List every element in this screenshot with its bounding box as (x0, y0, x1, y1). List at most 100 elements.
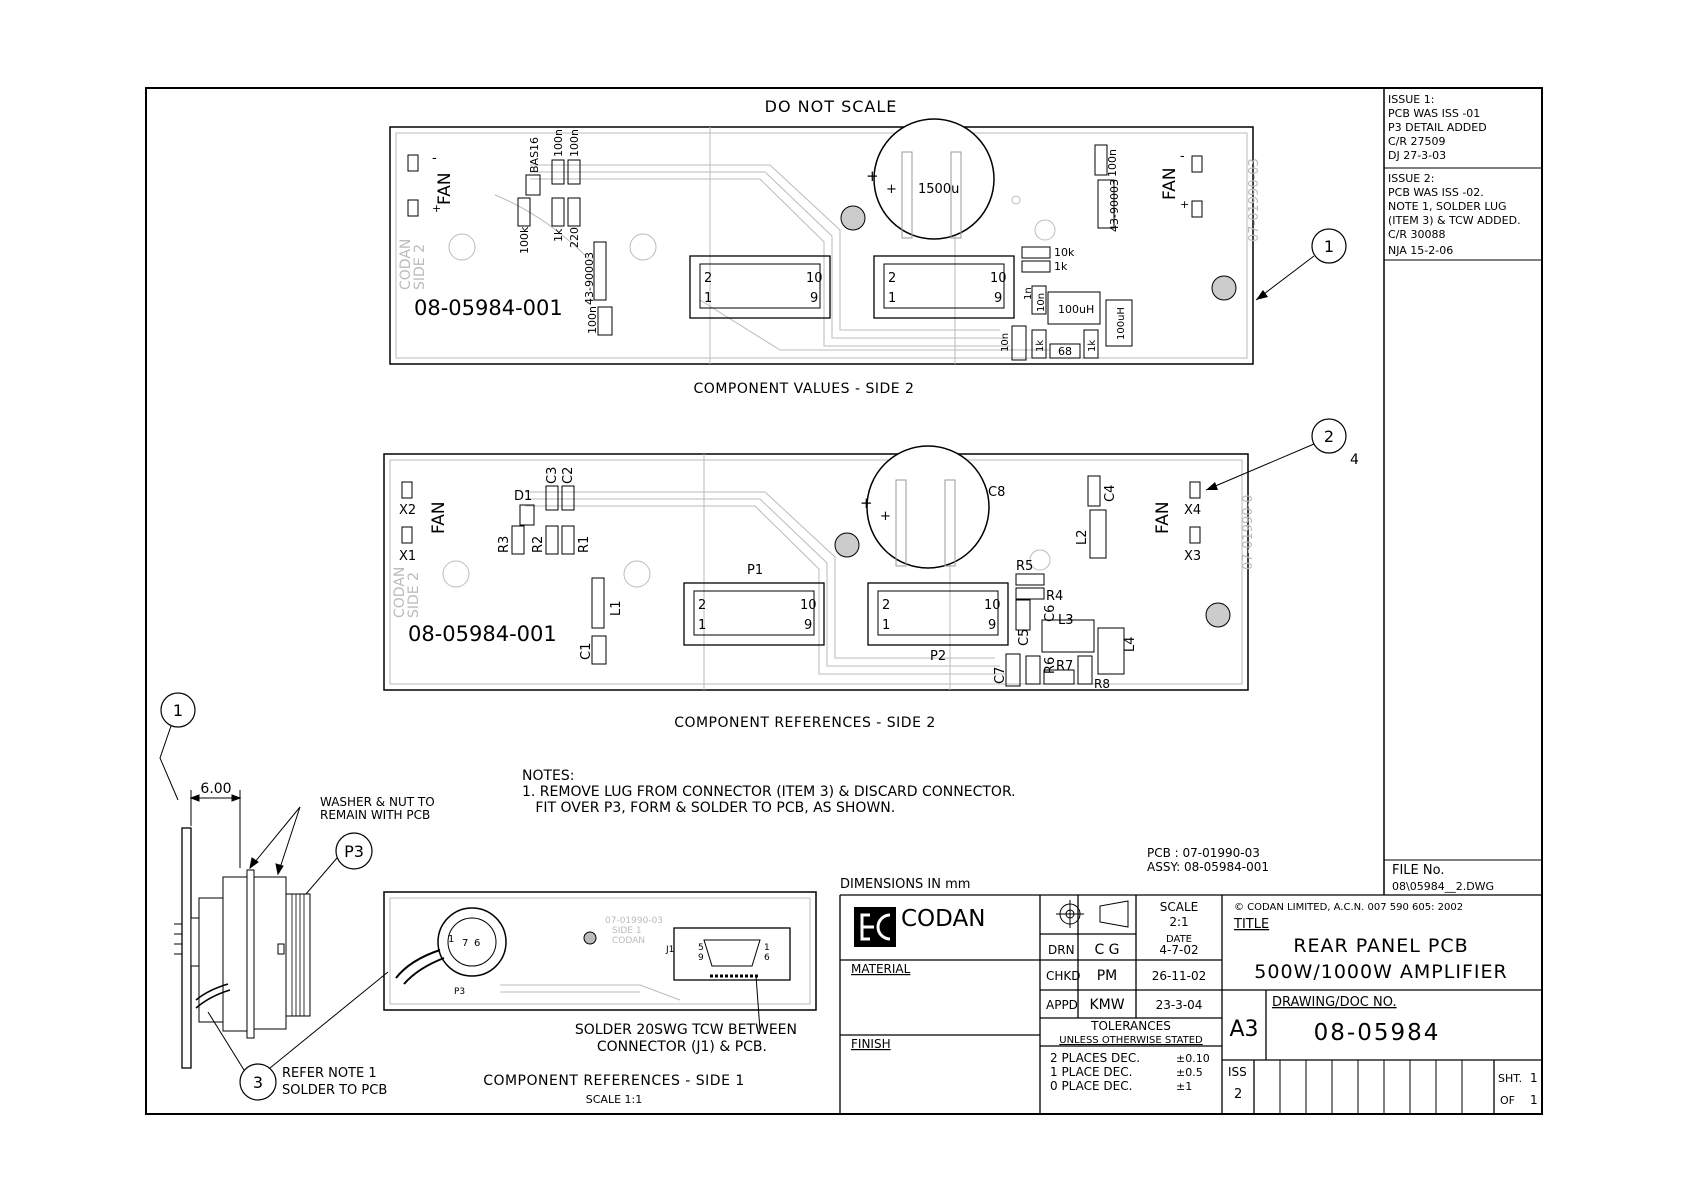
view1-codan-side: CODAN (398, 239, 414, 290)
view2-ref: R6 (1043, 657, 1058, 674)
balloon-2-text: 2 (1324, 427, 1334, 446)
rev2-line: (ITEM 3) & TCW ADDED. (1388, 214, 1521, 227)
view3-pin: 5 (698, 943, 704, 953)
sht-value: 1 (1530, 1071, 1538, 1085)
balloon-3: 3 (207, 971, 389, 1101)
view3-p3-label: P3 (454, 987, 465, 997)
view3-pin: 1 (448, 934, 454, 945)
notes-title: NOTES: (522, 768, 575, 784)
view2-hole (1205, 602, 1231, 628)
sheet-border (145, 87, 1543, 1115)
view2-pin: 9 (804, 618, 812, 633)
view1-fan-left: FAN (435, 172, 455, 205)
do-not-scale: DO NOT SCALE (765, 97, 898, 116)
view1-pcb (389, 118, 1254, 365)
view1-comp: 1k (1054, 260, 1068, 273)
view2-ref: C7 (993, 667, 1008, 684)
title-block (839, 894, 1542, 1114)
of-value: 1 (1530, 1093, 1538, 1107)
view3-pin: 9 (698, 953, 704, 963)
view1-pin: 2 (704, 271, 712, 286)
material-label: MATERIAL (851, 962, 911, 976)
view1-comp: 1k (1035, 340, 1046, 352)
balloon-1-top: 1 (1255, 228, 1347, 301)
view3-scale: SCALE 1:1 (586, 1093, 642, 1106)
view3-board-outline (383, 891, 817, 1011)
balloon-p3: P3 (305, 832, 373, 895)
codan-logo-icon (854, 907, 896, 947)
view1-connector-left (689, 255, 831, 319)
view2-pin: 2 (882, 598, 890, 613)
view1-codan-side: SIDE 2 (412, 244, 428, 290)
balloon-2-qty: 4 (1350, 452, 1359, 468)
view2-pcb (383, 445, 1249, 691)
notes-line: 1. REMOVE LUG FROM CONNECTOR (ITEM 3) & … (522, 784, 1016, 800)
washer-note: REMAIN WITH PCB (320, 808, 430, 822)
view2-labels: 08-05984-001 CODAN SIDE 2 FAN FAN 07-019… (392, 467, 1256, 691)
view2-ref: D1 (514, 489, 532, 504)
view2-hole (834, 532, 860, 558)
view2-ref: C5 (1017, 629, 1032, 646)
view2-ref: X2 (399, 503, 416, 518)
view1-hole (840, 205, 866, 231)
rev2-line: ISSUE 2: (1388, 172, 1434, 185)
view2-ref: L3 (1058, 613, 1074, 628)
view1-hole (1211, 275, 1237, 301)
view2-ref: P1 (747, 563, 763, 578)
view2-ref: R4 (1046, 589, 1063, 604)
view2-pin: 1 (698, 618, 706, 633)
sheet-size: A3 (1229, 1017, 1258, 1042)
view2-cap-body (866, 445, 990, 569)
view1-pin: 9 (810, 291, 818, 306)
view2-ref: C4 (1103, 485, 1118, 502)
view2-ref: R5 (1016, 559, 1033, 574)
view1-caption: COMPONENT VALUES - SIDE 2 (694, 381, 915, 397)
view2-pin: 10 (800, 598, 817, 613)
third-angle-projection-icon (1056, 900, 1129, 928)
view1-comp: 10n (1036, 293, 1047, 312)
rev1-line: DJ 27-3-03 (1388, 149, 1446, 162)
view1-comp: 68 (1058, 345, 1072, 358)
iss-value: 2 (1234, 1087, 1242, 1102)
view1-pin: 1 (704, 291, 712, 306)
view2-caption: COMPONENT REFERENCES - SIDE 2 (674, 715, 936, 731)
view2-pin: 10 (984, 598, 1001, 613)
drn-label: DRN (1048, 943, 1075, 957)
view2-ref: R7 (1056, 659, 1073, 674)
view2-ref: R2 (531, 536, 546, 553)
view3-dsub-j1 (673, 927, 791, 981)
finish-label: FINISH (851, 1037, 891, 1051)
view3-pin: 7 (462, 938, 468, 949)
view1-comp: 220 (568, 227, 581, 248)
view2-ref: X4 (1184, 503, 1201, 518)
view1-labels: 08-05984-001 CODAN SIDE 2 FAN FAN 07-019… (398, 129, 1262, 358)
title-label: TITLE (1233, 917, 1269, 932)
title-line-2: 500W/1000W AMPLIFIER (1254, 961, 1507, 983)
chkd-label: CHKD (1046, 969, 1081, 983)
view1-plus: + (1180, 198, 1189, 211)
refer-note: SOLDER TO PCB (282, 1083, 387, 1098)
codan-logo-text: CODAN (901, 906, 985, 932)
view3-j1-label: J1 (665, 945, 674, 955)
appd-date: 23-3-04 (1156, 998, 1203, 1012)
view1-connector-right (873, 255, 1015, 319)
scale-value: 2:1 (1169, 915, 1188, 929)
view2-ref: L2 (1075, 529, 1090, 545)
tol-row-label: 2 PLACES DEC. (1050, 1051, 1140, 1065)
side-view-dimension: 6.00 (200, 781, 231, 797)
of-label: OF (1500, 1094, 1515, 1107)
unless-label: UNLESS OTHERWISE STATED (1059, 1035, 1203, 1046)
view2-codan-side: SIDE 2 (406, 572, 422, 618)
view2-connector-p2 (867, 582, 1009, 646)
view1-comp: 43-90003 (583, 252, 596, 305)
tol-row-value: ±1 (1176, 1080, 1192, 1093)
view1-cap-plus: + (886, 182, 897, 197)
view1-comp: 1k (1087, 340, 1098, 352)
iss-label: ISS (1228, 1065, 1247, 1079)
rev1-line: ISSUE 1: (1388, 93, 1434, 106)
view2-ref: L1 (609, 600, 624, 616)
view2-fan-left: FAN (429, 501, 449, 534)
view1-comp: 100n (586, 306, 599, 334)
view1-comp: 100n (568, 129, 581, 157)
view2-pin: 1 (882, 618, 890, 633)
